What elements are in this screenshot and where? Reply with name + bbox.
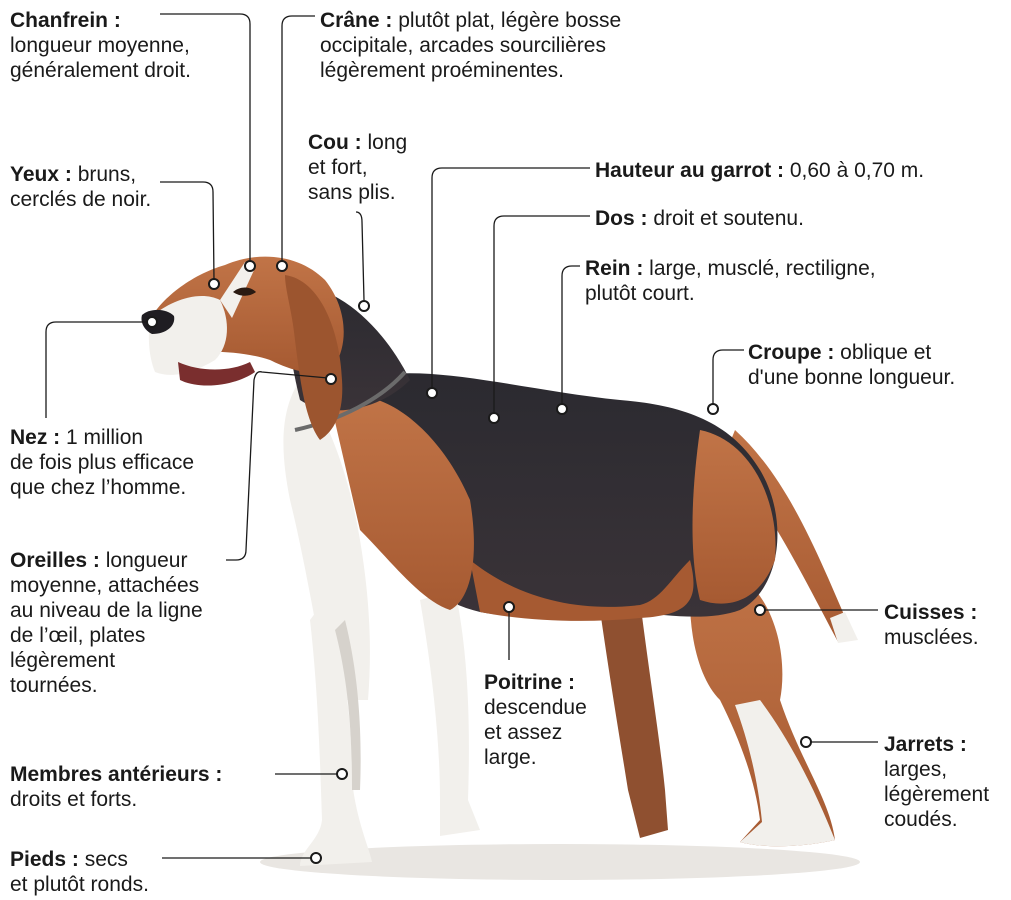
label-line: que chez l’homme. bbox=[10, 476, 186, 499]
leader-line-oreilles bbox=[226, 372, 328, 560]
label-rein: Rein : large, musclé, rectiligne, plutôt… bbox=[585, 256, 876, 306]
anchor-dot-membres bbox=[337, 769, 347, 779]
leader-line-croupe bbox=[713, 350, 744, 404]
label-line: 1 million bbox=[60, 426, 143, 449]
label-line: longueur bbox=[100, 549, 188, 572]
label-line: d'une bonne longueur. bbox=[748, 366, 955, 389]
label-term: Cou : bbox=[308, 131, 362, 154]
label-line: occipitale, arcades sourcilières bbox=[320, 34, 606, 57]
label-term: Chanfrein : bbox=[10, 9, 121, 32]
label-term: Crâne : bbox=[320, 9, 392, 32]
label-line: large, musclé, rectiligne, bbox=[643, 257, 875, 280]
label-term: Yeux : bbox=[10, 163, 72, 186]
anchor-dot-rein bbox=[557, 404, 567, 414]
label-line: secs bbox=[79, 848, 128, 871]
label-line: et plutôt ronds. bbox=[10, 873, 149, 896]
anchor-dot-dos bbox=[489, 413, 499, 423]
label-line: plutôt plat, légère bosse bbox=[392, 9, 621, 32]
label-line: généralement droit. bbox=[10, 59, 191, 82]
anchor-dot-pieds bbox=[311, 853, 321, 863]
label-oreilles: Oreilles : longueur moyenne, attachées a… bbox=[10, 548, 203, 698]
label-cou: Cou : long et fort, sans plis. bbox=[308, 130, 407, 205]
label-term: Nez : bbox=[10, 426, 60, 449]
label-line: droit et soutenu. bbox=[648, 207, 804, 230]
label-term: Croupe : bbox=[748, 341, 834, 364]
label-hauteur-garrot: Hauteur au garrot : 0,60 à 0,70 m. bbox=[595, 158, 924, 183]
label-term: Pieds : bbox=[10, 848, 79, 871]
label-line: droits et forts. bbox=[10, 788, 137, 811]
label-line: de l’œil, plates bbox=[10, 624, 145, 647]
label-line: légèrement proéminentes. bbox=[320, 59, 564, 82]
label-line: musclées. bbox=[884, 626, 979, 649]
label-term: Rein : bbox=[585, 257, 643, 280]
anchor-dot-nez bbox=[147, 317, 157, 327]
label-poitrine: Poitrine : descendue et assez large. bbox=[484, 670, 587, 770]
leader-line-dos bbox=[494, 216, 590, 414]
label-line: large. bbox=[484, 746, 537, 769]
label-term: Jarrets : bbox=[884, 733, 967, 756]
label-line: tournées. bbox=[10, 674, 98, 697]
leader-line-nez bbox=[46, 322, 148, 418]
label-croupe: Croupe : oblique et d'une bonne longueur… bbox=[748, 340, 955, 390]
label-jarrets: Jarrets : larges, légèrement coudés. bbox=[884, 732, 989, 832]
label-line: moyenne, attachées bbox=[10, 574, 199, 597]
label-line: cerclés de noir. bbox=[10, 188, 151, 211]
anchor-dot-jarrets bbox=[801, 737, 811, 747]
label-line: coudés. bbox=[884, 808, 958, 831]
leader-line-yeux bbox=[160, 182, 214, 280]
label-yeux: Yeux : bruns, cerclés de noir. bbox=[10, 162, 151, 212]
leader-line-rein bbox=[562, 266, 580, 404]
label-line: plutôt court. bbox=[585, 282, 695, 305]
label-chanfrein: Chanfrein : longueur moyenne, généraleme… bbox=[10, 8, 191, 83]
anchor-dot-cuisses bbox=[755, 605, 765, 615]
label-line: larges, bbox=[884, 758, 947, 781]
label-line: long bbox=[362, 131, 408, 154]
anchor-dot-oreilles bbox=[326, 374, 336, 384]
label-line: oblique et bbox=[834, 341, 931, 364]
anchor-dot-chanfrein bbox=[245, 261, 255, 271]
label-crane: Crâne : plutôt plat, légère bosse occipi… bbox=[320, 8, 621, 83]
label-line: longueur moyenne, bbox=[10, 34, 190, 57]
label-line: de fois plus efficace bbox=[10, 451, 194, 474]
leader-line-cou bbox=[356, 212, 364, 300]
label-line: et assez bbox=[484, 721, 562, 744]
label-dos: Dos : droit et soutenu. bbox=[595, 206, 804, 231]
anchor-dot-hauteur bbox=[427, 388, 437, 398]
label-term: Membres antérieurs : bbox=[10, 763, 222, 786]
leader-line-hauteur bbox=[432, 168, 590, 388]
anchor-dot-poitrine bbox=[504, 602, 514, 612]
label-line: au niveau de la ligne bbox=[10, 599, 203, 622]
label-term: Poitrine : bbox=[484, 671, 575, 694]
label-term: Dos : bbox=[595, 207, 648, 230]
label-term: Cuisses : bbox=[884, 601, 977, 624]
label-line: et fort, bbox=[308, 156, 368, 179]
label-pieds: Pieds : secs et plutôt ronds. bbox=[10, 847, 149, 897]
anchor-dot-cou bbox=[359, 301, 369, 311]
label-line: sans plis. bbox=[308, 181, 396, 204]
anchor-dot-yeux bbox=[209, 279, 219, 289]
label-term: Hauteur au garrot : bbox=[595, 159, 784, 182]
anchor-dot-croupe bbox=[708, 404, 718, 414]
label-nez: Nez : 1 million de fois plus efficace qu… bbox=[10, 425, 194, 500]
label-line: 0,60 à 0,70 m. bbox=[784, 159, 924, 182]
label-line: légèrement bbox=[10, 649, 115, 672]
label-term: Oreilles : bbox=[10, 549, 100, 572]
label-line: bruns, bbox=[72, 163, 136, 186]
label-line: descendue bbox=[484, 696, 587, 719]
label-membres-anterieurs: Membres antérieurs : droits et forts. bbox=[10, 762, 222, 812]
label-cuisses: Cuisses : musclées. bbox=[884, 600, 979, 650]
anchor-dot-crane bbox=[277, 261, 287, 271]
label-line: légèrement bbox=[884, 783, 989, 806]
